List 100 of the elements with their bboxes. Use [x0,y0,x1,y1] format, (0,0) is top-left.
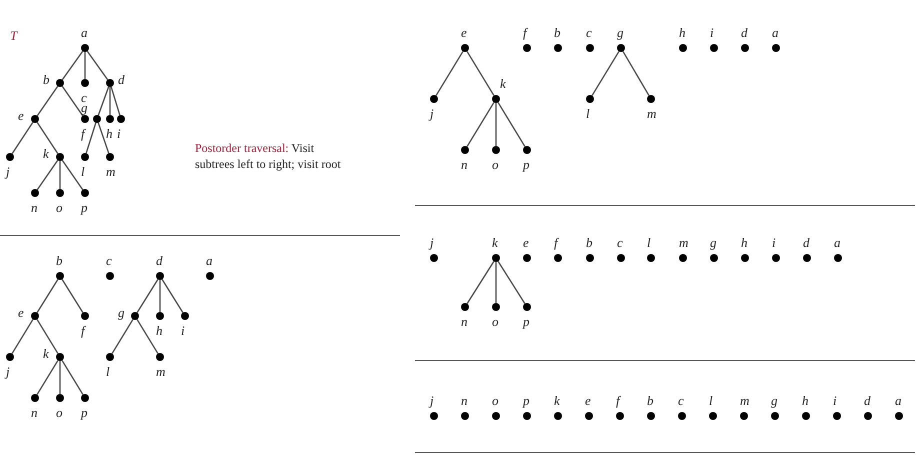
tree-edge [84,52,86,79]
vertex-label: d [118,73,124,86]
tree-edge [62,360,84,395]
vertex-label: k [43,147,49,160]
tree-name: T [10,28,18,44]
vertex-label: l [709,394,713,407]
tree-edge [62,279,84,313]
tree-edge [110,86,120,116]
vertex-label: m [647,107,656,120]
vertex-label: p [523,394,530,407]
vertex-label: o [492,158,498,171]
tree-edge [86,50,108,80]
vertex-label: e [18,109,24,122]
vertex-label: o [56,201,62,214]
vertex-label: p [523,315,530,328]
vertex-label: o [56,406,62,419]
vertex-label: f [81,324,85,337]
vertex-label: p [81,406,88,419]
vertex-label: f [81,127,85,140]
note-text: Postorder traversal: Visit subtrees left to right; visit root [195,140,342,172]
vertex-label: g [81,101,88,114]
vertex-label: j [6,165,10,178]
vertex-label: c [81,91,87,104]
vertex-label: p [523,158,530,171]
vertex-label: l [81,165,85,178]
tree-edge [498,261,526,304]
vertex-label: f [523,26,527,39]
vertex-label: n [461,315,468,328]
vertex-label: d [741,26,748,39]
vertex-label: b [56,254,62,267]
vertex-label: i [710,26,714,39]
tree-edge [36,160,58,190]
tree-edge [86,122,96,154]
vertex-label: b [554,26,560,39]
vertex-label: j [430,394,434,407]
tree-edge [62,160,84,190]
vertex-label: b [586,236,592,249]
vertex-label: e [523,236,529,249]
vertex-label: d [803,236,810,249]
vertex-label: m [106,165,116,178]
tree-edge [436,51,464,96]
vertex-label: h [679,26,686,39]
vertex-label: o [492,394,498,407]
tree-edge [466,102,494,147]
vertex-label: c [678,394,684,407]
tree-edge [36,360,58,395]
vertex-label: m [740,394,750,407]
vertex-label: n [461,158,468,171]
tree-edge [162,279,184,313]
vertex-label: h [802,394,808,407]
tree-edge [498,102,526,147]
tree-edge [159,280,161,312]
vertex-label: l [106,365,110,378]
vertex-label: i [181,324,185,337]
vertex-label: d [156,254,162,267]
vertex-label: e [585,394,591,407]
vertex-label: c [106,254,112,267]
vertex-label: m [679,236,688,249]
tree-edge [495,262,497,303]
tree-edge [62,50,84,80]
vertex-label: g [771,394,778,407]
vertex-label: a [834,236,840,249]
vertex-label: k [43,347,49,360]
tree-edge [622,51,650,96]
vertex-label: k [492,236,498,249]
vertex-label: a [772,26,778,39]
tree-edge [36,319,58,354]
vertex-label: f [554,236,558,249]
vertex-label: a [81,26,88,39]
tree-edge [98,86,110,116]
tree-edge [36,279,58,313]
vertex-label: h [106,127,112,140]
vertex-label: j [6,365,10,378]
tree-edge [592,51,620,96]
vertex-label: n [461,394,468,407]
tree-edge [59,361,61,394]
vertex-label: j [430,107,434,120]
vertex-label: i [772,236,776,249]
tree-edge [12,319,34,354]
vertex-label: j [430,236,434,249]
vertex-label: l [647,236,651,249]
vertex-label: n [31,201,38,214]
tree-edge [136,279,158,313]
vertex-label: o [492,315,498,328]
tree-edge [36,122,58,154]
tree-edge [62,86,84,116]
tree-edge [12,122,34,154]
vertex-label: f [616,394,620,407]
vertex-label: c [617,236,623,249]
tree-edge [36,86,58,116]
tree-edge [495,103,497,146]
tree-edge [112,319,134,354]
vertex-label: g [617,26,624,39]
vertex-label: i [117,127,121,140]
tree-edge [109,87,111,115]
vertex-label: h [741,236,748,249]
vertex-label: h [156,324,162,337]
tree-edge [59,161,61,189]
vertex-label: n [31,406,38,419]
vertex-label: a [895,394,902,407]
